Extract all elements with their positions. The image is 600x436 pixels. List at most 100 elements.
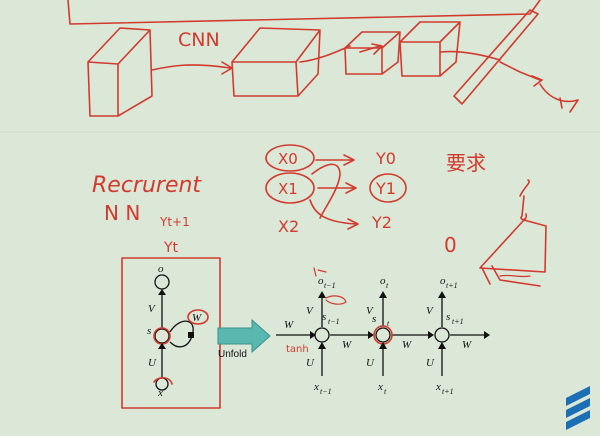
folded-delay-square <box>188 332 194 338</box>
folded-u-label: U <box>148 357 157 369</box>
w-edge-2-arrowhead <box>428 331 434 339</box>
o-prev-label: o <box>318 275 324 287</box>
x-prev-label: x <box>313 381 319 393</box>
u-label-prev: U <box>306 357 315 369</box>
unfold-label: Unfold <box>218 349 247 360</box>
folded-hidden-node <box>154 328 170 344</box>
u-edge-next-arrowhead <box>438 342 446 349</box>
s-next-sub: t+1 <box>452 317 464 326</box>
y2-label: Y2 <box>371 213 392 232</box>
x2-label: X2 <box>278 217 299 236</box>
s-next-label: s <box>446 311 450 323</box>
unfold-arrow-shape <box>217 318 271 354</box>
v-edge-cur-arrowhead <box>379 291 387 298</box>
pendulum-triangle <box>479 219 547 287</box>
v-label-next: V <box>426 305 434 317</box>
folded-hidden-highlight <box>153 327 171 345</box>
w-edge-in-arrowhead <box>310 331 316 339</box>
s-cur-node <box>375 327 391 343</box>
recurrent-title: Recrurent <box>92 173 202 198</box>
y-t1-label: Yt+1 <box>159 215 190 229</box>
u-label-next: U <box>426 357 435 369</box>
folded-u-arrowhead <box>158 343 166 349</box>
timestep-prev: o t−1 V s t−1 U x t−1 tanh <box>286 267 347 396</box>
w-label-2: W <box>402 339 412 351</box>
tanh-label: tanh <box>286 344 309 355</box>
u-label-cur: U <box>366 357 375 369</box>
nn-label: N N <box>104 201 140 225</box>
o-cur-label: o <box>380 275 386 287</box>
cnn-cube-2 <box>231 27 321 97</box>
x1-circle <box>265 172 315 204</box>
o-next-label: o <box>440 275 446 287</box>
v-label-cur: V <box>366 305 374 317</box>
yt-top-label: Yt <box>163 240 179 256</box>
s-next-node <box>434 327 450 343</box>
s-cur-label: s <box>372 313 376 325</box>
folded-output-node <box>154 274 170 290</box>
v-edge-next-arrowhead <box>438 291 446 298</box>
cn-chars: 要求 <box>446 151 486 175</box>
folded-input-scribble <box>153 376 173 385</box>
x0-circle <box>265 144 315 172</box>
v-label-prev: V <box>306 305 314 317</box>
cnn-arrow-3 <box>359 43 383 55</box>
y0-label: Y0 <box>375 149 396 168</box>
folded-w-label: W <box>192 312 202 324</box>
o-cur-sub: t <box>386 281 389 290</box>
v-edge-prev-arrowhead <box>318 291 326 298</box>
cnn-sketch: CNN <box>67 0 579 117</box>
cnn-label: CNN <box>178 29 220 51</box>
s-cur-sub: t <box>387 319 390 328</box>
folded-x-label: x <box>157 387 163 399</box>
s-prev-label: s <box>322 311 326 323</box>
zero-label: 0 <box>444 233 457 257</box>
folded-box <box>121 257 221 409</box>
y1-circle <box>369 173 407 203</box>
x-cur-sub: t <box>384 387 387 396</box>
unrolled-rnn: W W W W o t−1 V s t−1 U x t−1 tanh <box>276 267 490 396</box>
cnn-thin-slab <box>453 9 539 105</box>
folded-s-label: s <box>147 325 151 337</box>
unfold-arrow: Unfold <box>217 318 271 360</box>
w-label-in: W <box>284 319 294 331</box>
cnn-input-slab <box>87 27 153 117</box>
folded-o-label: o <box>158 263 164 275</box>
cnn-arrow-1 <box>151 61 233 75</box>
w-edge-1-arrowhead <box>368 331 374 339</box>
pendulum-top <box>519 179 530 221</box>
folded-v-arrowhead <box>158 289 166 295</box>
folded-w-highlight <box>187 309 209 325</box>
y1-label: Y1 <box>375 179 396 198</box>
o-next-sub: t+1 <box>446 281 458 290</box>
prev-top-scribble <box>313 267 327 277</box>
pendulum-base <box>499 274 531 278</box>
cnn-cube-4 <box>399 21 461 77</box>
rnn-handwriting: Recrurent N N Yt+1 Yt X0 Y0 X1 Y1 X2 Y2 … <box>92 144 547 287</box>
top-box-stroke <box>67 0 541 25</box>
brand-logo-icon <box>566 386 590 430</box>
cnn-arrow-2 <box>299 45 351 63</box>
o-prev-sub: t−1 <box>324 281 336 290</box>
x1-label: X1 <box>278 180 298 198</box>
x-next-label: x <box>435 381 441 393</box>
timestep-cur: o t V s t U x t <box>366 275 393 396</box>
s-prev-sub: t−1 <box>328 317 340 326</box>
cnn-output-scribble <box>539 83 579 113</box>
folded-rnn: o V s W U x <box>121 257 221 409</box>
s-cur-highlight <box>373 325 393 345</box>
x-next-sub: t+1 <box>442 387 454 396</box>
folded-v-label: V <box>148 303 156 315</box>
x-prev-sub: t−1 <box>320 387 332 396</box>
cnn-arrow-5 <box>499 61 543 87</box>
cnn-cube-3 <box>344 31 401 75</box>
u-edge-prev-arrowhead <box>318 342 326 349</box>
x0-label: X0 <box>278 150 298 168</box>
prev-side-scribble <box>325 295 347 305</box>
w-edge-out-arrowhead <box>484 331 490 339</box>
x-cur-label: x <box>377 381 383 393</box>
x0-arrow <box>315 154 355 166</box>
w-label-out: W <box>462 339 472 351</box>
